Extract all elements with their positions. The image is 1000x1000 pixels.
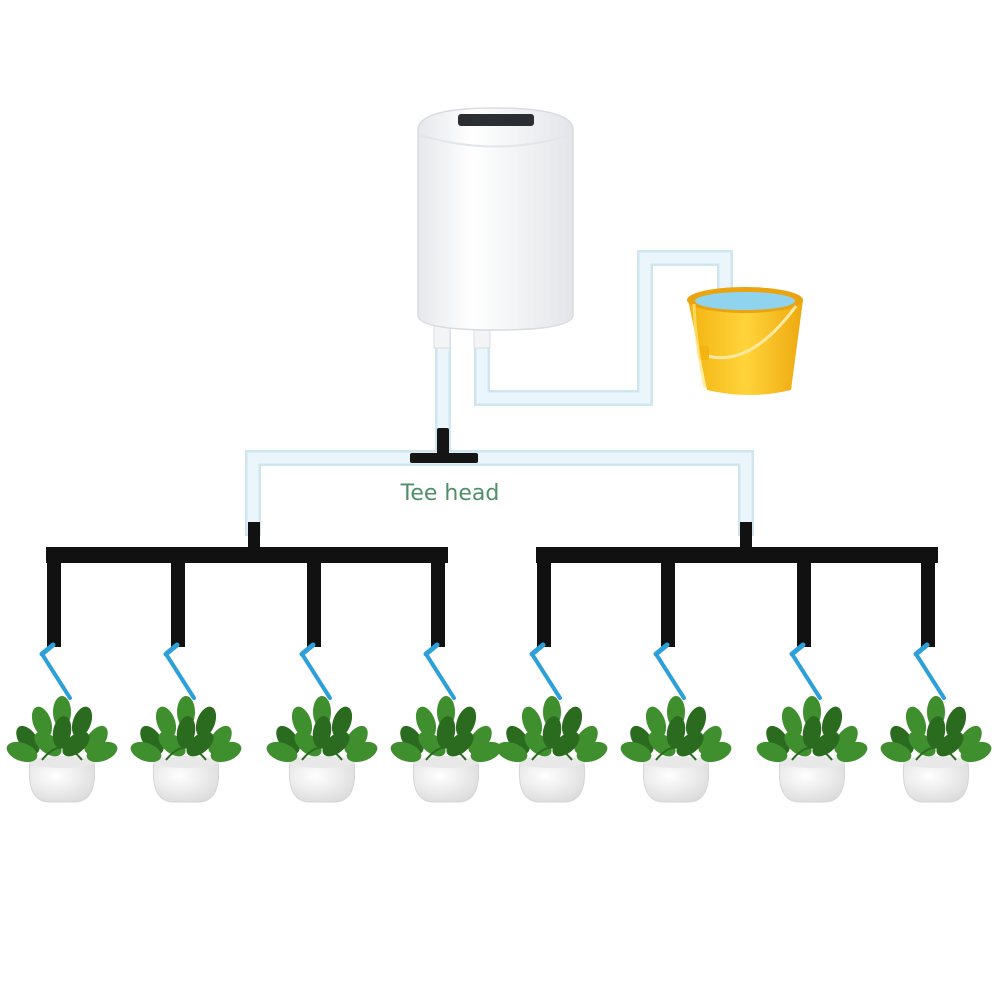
leaf xyxy=(576,741,608,763)
drop-tube xyxy=(797,555,811,647)
leaf xyxy=(905,706,927,738)
drop-tubes xyxy=(47,555,935,647)
leaf xyxy=(756,741,788,763)
drop-tube xyxy=(431,555,445,647)
leaf xyxy=(620,741,652,763)
drop-tube xyxy=(537,555,551,647)
leaf xyxy=(390,741,422,763)
leaf xyxy=(960,741,992,763)
tee-head-label: Tee head xyxy=(400,481,500,506)
leaf xyxy=(130,741,162,763)
dripper xyxy=(653,642,686,700)
leaf xyxy=(926,716,946,748)
water-bucket xyxy=(687,287,803,395)
dripper xyxy=(789,642,822,700)
leaf xyxy=(700,741,732,763)
supply-tubes xyxy=(245,250,754,536)
leaf xyxy=(266,741,298,763)
potted-plant xyxy=(496,696,608,803)
drop-tube xyxy=(171,555,185,647)
leaf xyxy=(52,716,72,748)
leaf xyxy=(542,716,562,748)
leaf xyxy=(195,706,217,738)
potted-plant xyxy=(6,696,118,803)
leaf xyxy=(86,741,118,763)
leaf xyxy=(781,706,803,738)
dripper xyxy=(529,642,562,700)
dripper xyxy=(39,642,72,700)
dripper xyxy=(913,642,946,700)
drop-tube xyxy=(921,555,935,647)
leaf xyxy=(155,706,177,738)
potted-plant xyxy=(880,696,992,803)
leaf xyxy=(6,741,38,763)
potted-plant xyxy=(756,696,868,803)
potted-plant xyxy=(620,696,732,803)
leaf xyxy=(31,706,53,738)
dripper xyxy=(299,642,332,700)
leaf xyxy=(945,706,967,738)
leaf xyxy=(346,741,378,763)
leaf xyxy=(415,706,437,738)
dripper xyxy=(423,642,456,700)
leaf xyxy=(455,706,477,738)
leaf xyxy=(880,741,912,763)
leaf xyxy=(821,706,843,738)
potted-plant xyxy=(266,696,378,803)
leaf xyxy=(561,706,583,738)
leaf xyxy=(521,706,543,738)
dripper xyxy=(163,642,196,700)
leaf xyxy=(436,716,456,748)
leaf xyxy=(210,741,242,763)
pump-display xyxy=(458,114,534,126)
tee-head-fitting xyxy=(410,428,478,463)
leaf xyxy=(331,706,353,738)
leaf xyxy=(71,706,93,738)
leaf xyxy=(291,706,313,738)
leaf xyxy=(176,716,196,748)
leaf xyxy=(666,716,686,748)
leaf xyxy=(496,741,528,763)
drop-tube xyxy=(47,555,61,647)
drop-tube xyxy=(661,555,675,647)
potted-plants xyxy=(6,696,992,803)
drop-tube xyxy=(307,555,321,647)
leaf xyxy=(470,741,502,763)
leaf xyxy=(645,706,667,738)
black-distribution-tubes xyxy=(46,522,938,563)
drippers xyxy=(39,642,946,700)
leaf xyxy=(312,716,332,748)
leaf xyxy=(802,716,822,748)
potted-plant xyxy=(390,696,502,803)
potted-plant xyxy=(130,696,242,803)
leaf xyxy=(836,741,868,763)
leaf xyxy=(685,706,707,738)
pump-unit xyxy=(417,107,574,349)
